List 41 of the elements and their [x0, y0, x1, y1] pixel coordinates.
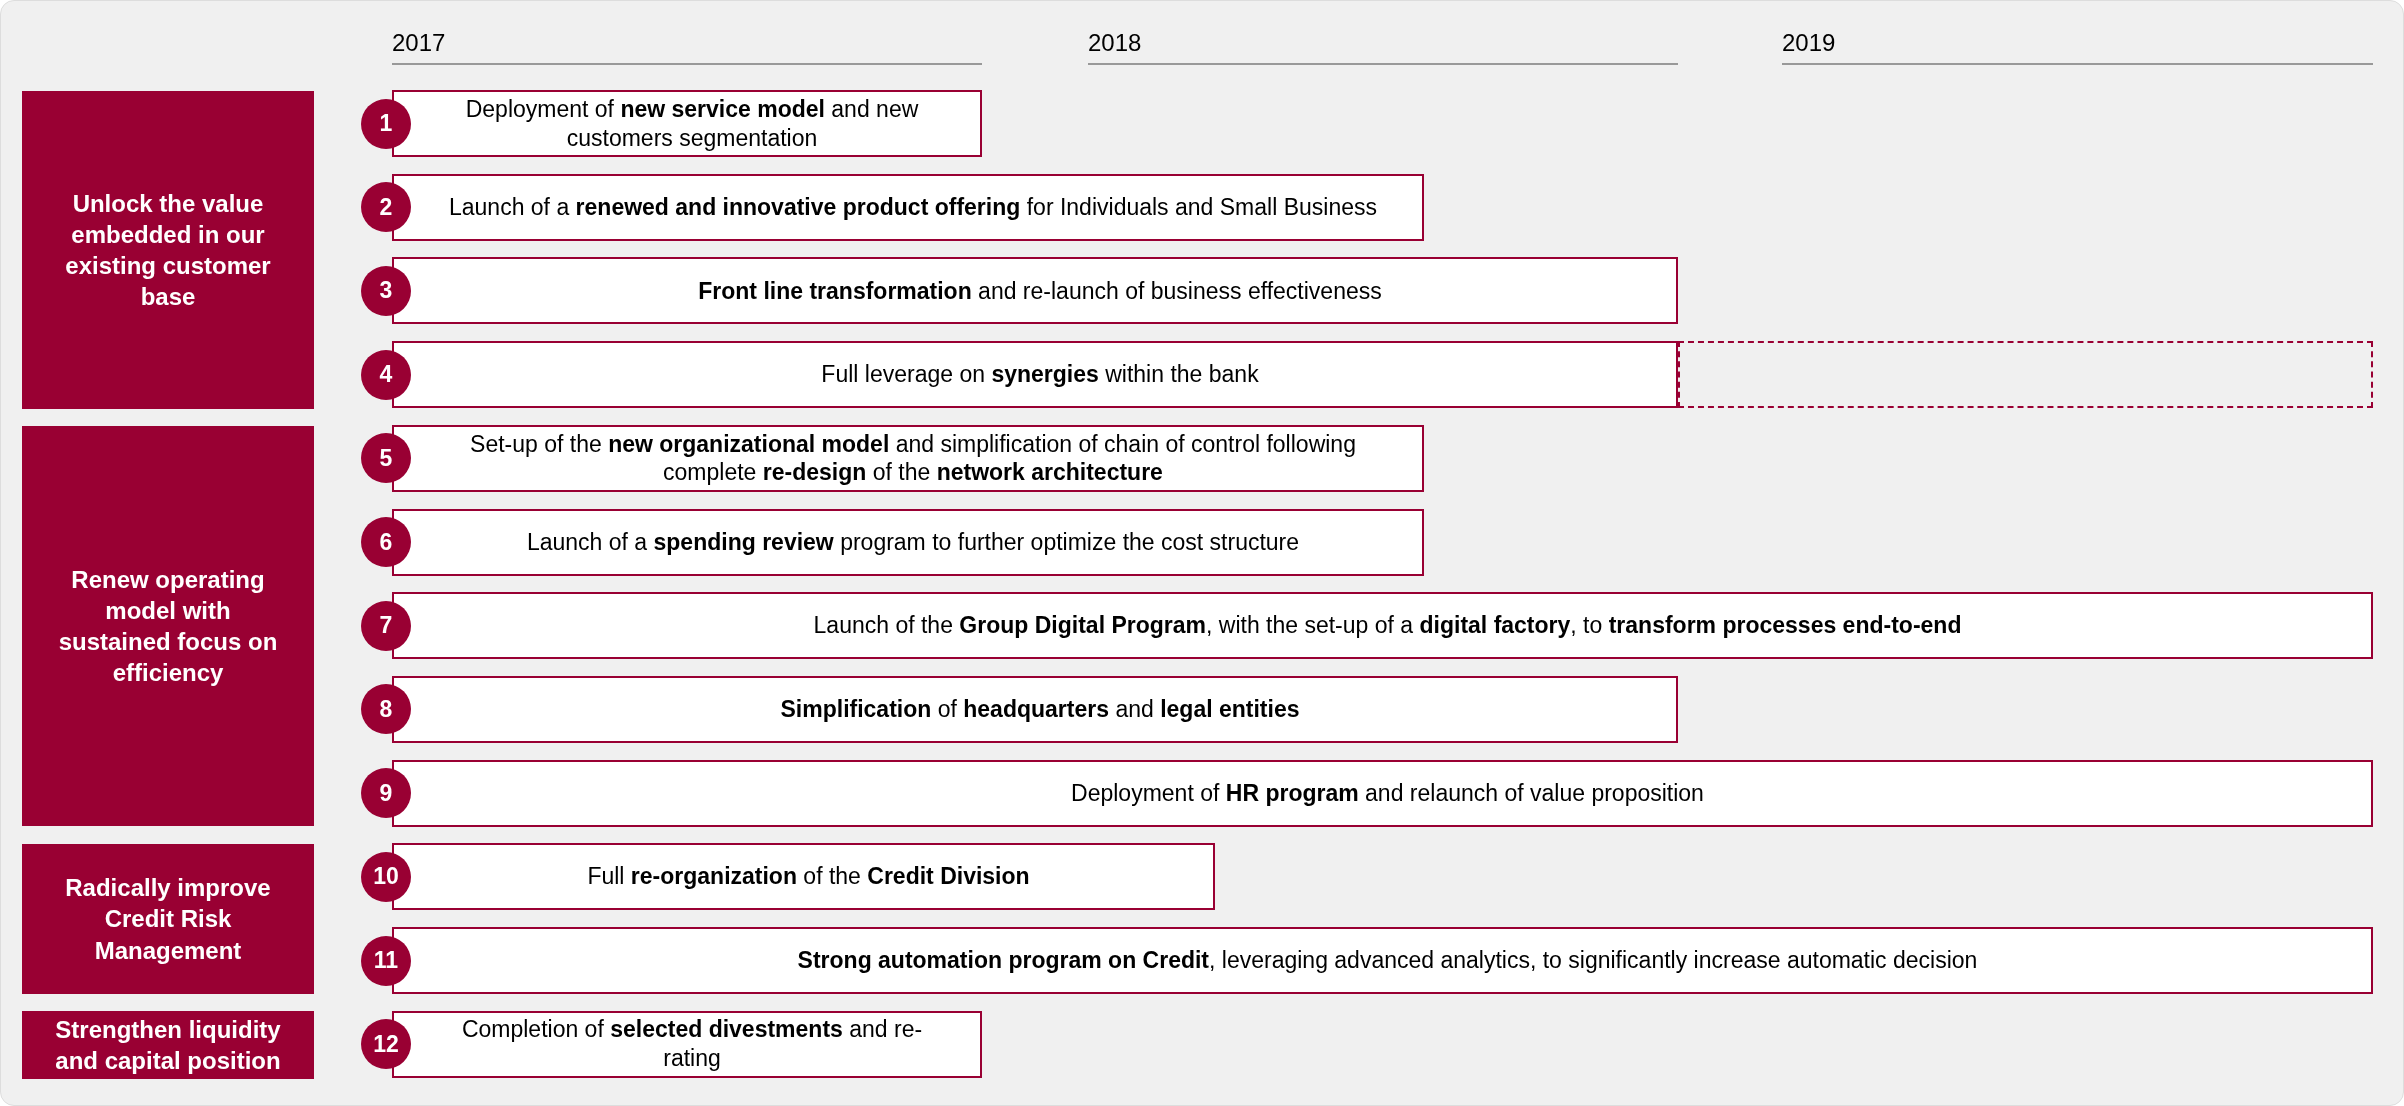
number-badge: 2 [361, 182, 411, 233]
timeline-bar [392, 90, 982, 157]
timeline-bar [392, 592, 2373, 660]
timeline-bar [392, 759, 2373, 827]
number-badge: 1 [361, 98, 411, 149]
bar-text: Launch of the Group Digital Program, with the set-up of a digital factory, to transform processes end-to-end [813, 611, 1962, 641]
bar-text: Launch of a spending review program to further optimize the cost structure [526, 527, 1300, 557]
number-badge: 12 [361, 1019, 411, 1070]
category-box: Unlock the value embedded in our existing customer base [22, 91, 314, 409]
number-badge: 5 [361, 433, 411, 484]
year-label: 2017 [392, 29, 446, 57]
timeline-bar [392, 424, 1424, 492]
bar-text: Strong automation program on Credit, leveraging advanced analytics, to significantly increase automatic decision [797, 946, 1978, 975]
bar-text: Full leverage on synergies within the bank [821, 360, 1259, 389]
number-badge: 6 [361, 517, 411, 567]
category-box: Strengthen liquidity and capital position [22, 1011, 314, 1079]
timeline-bar [392, 341, 1678, 409]
number-badge: 8 [361, 684, 411, 735]
category-box: Radically improve Credit Risk Management [22, 844, 314, 994]
bar-text: Set-up of the new organizational model and simplification of chain of control following complete re-design of the network architecture [469, 429, 1357, 488]
number-badge: 4 [361, 349, 411, 400]
bar-text: Simplification of headquarters and legal entities [780, 695, 1300, 724]
number-badge: 3 [361, 265, 411, 316]
number-badge: 9 [361, 768, 411, 819]
number-badge: 10 [361, 851, 411, 902]
timeline-bar [392, 257, 1678, 325]
number-badge: 7 [361, 600, 411, 651]
bar-text: Launch of a renewed and innovative product offering for Individuals and Small Business [449, 192, 1377, 222]
bar-text: Full re-organization of the Credit Division [587, 862, 1030, 892]
category-box: Renew operating model with sustained focus on efficiency [22, 426, 314, 826]
year-label: 2019 [1782, 29, 1836, 57]
dashed-timeline-box [1678, 341, 2373, 409]
bar-text: Deployment of new service model and new customers segmentation [464, 94, 920, 153]
timeline-bar [392, 508, 1424, 576]
timeline-bar [392, 675, 1678, 743]
timeline-bar [392, 173, 1424, 241]
bar-text: Completion of selected divestments and re-rating [460, 1015, 924, 1073]
number-badge: 11 [361, 935, 411, 986]
bar-text: Deployment of HR program and relaunch of value proposition [1071, 778, 1704, 808]
bar-text: Front line transformation and re-launch of business effectiveness [698, 276, 1382, 306]
year-label: 2018 [1088, 29, 1142, 57]
